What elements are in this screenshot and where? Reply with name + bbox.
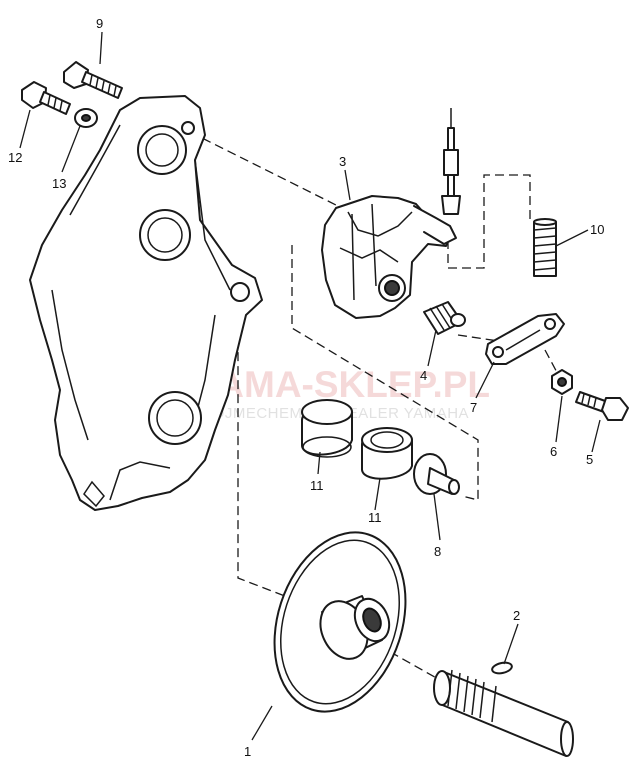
callout-13: 13 bbox=[52, 176, 66, 191]
part-4-adjuster-screw bbox=[423, 301, 466, 335]
part-6-nut bbox=[551, 369, 573, 395]
callout-5: 5 bbox=[586, 452, 593, 467]
callout-6: 6 bbox=[550, 444, 557, 459]
part-2-key bbox=[491, 661, 513, 675]
part-7-lever-plate bbox=[485, 313, 565, 365]
part-8-flanged-pin bbox=[413, 453, 460, 495]
callout-7: 7 bbox=[470, 400, 477, 415]
callout-9: 9 bbox=[96, 16, 103, 31]
callout-numbers: 9 12 13 3 10 4 7 6 5 11 11 8 2 1 bbox=[8, 16, 604, 759]
part-5-bolt bbox=[575, 391, 629, 421]
part-9-bolt bbox=[63, 61, 123, 99]
housing-cover bbox=[29, 95, 263, 511]
part-13-washer bbox=[74, 108, 98, 128]
part-10-spring bbox=[533, 218, 557, 277]
callout-4: 4 bbox=[420, 368, 427, 383]
part-1-pulley-sheave bbox=[273, 531, 407, 713]
part-11-bushing-lower bbox=[361, 427, 413, 480]
callout-11-lower: 11 bbox=[368, 510, 382, 525]
part-11-bushing-upper bbox=[301, 399, 353, 458]
callout-1: 1 bbox=[244, 744, 251, 759]
watermark: YAMA-SKLEP.PL WOJMECHEMEZ | DEALER YAMAH… bbox=[79, 336, 490, 430]
part-12-bolt bbox=[21, 81, 71, 115]
leader-lines bbox=[19, 31, 601, 741]
callout-3: 3 bbox=[339, 154, 346, 169]
watermark-brand-text: YAMA-SKLEP.PL bbox=[196, 364, 490, 405]
callout-12: 12 bbox=[8, 150, 22, 165]
callout-10: 10 bbox=[590, 222, 604, 237]
callout-8: 8 bbox=[434, 544, 441, 559]
part-3-actuator-housing bbox=[321, 108, 461, 319]
callout-2: 2 bbox=[513, 608, 520, 623]
splined-shaft bbox=[433, 669, 574, 757]
callout-11-upper: 11 bbox=[310, 478, 324, 493]
